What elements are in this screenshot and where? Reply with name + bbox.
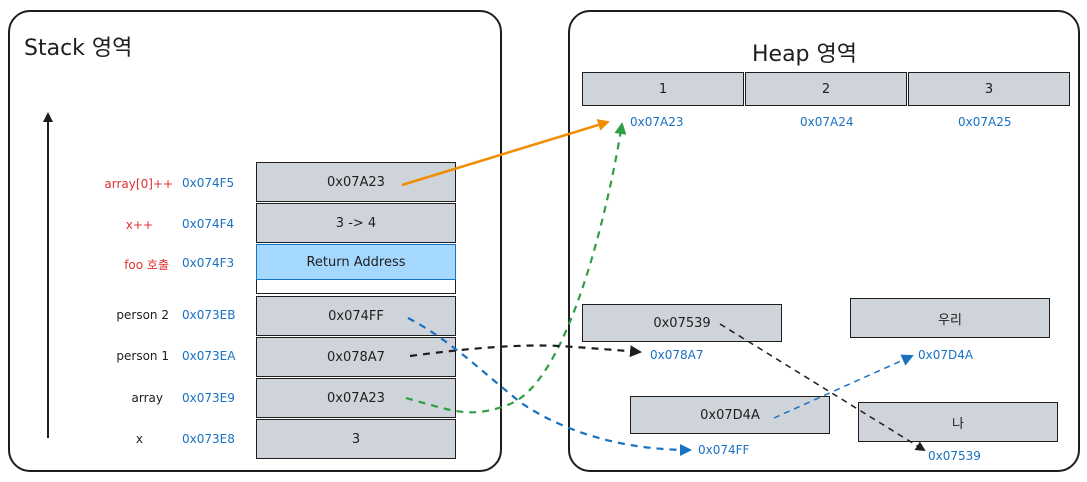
stack-address: 0x073E8 — [182, 432, 235, 446]
stack-address: 0x074F4 — [182, 217, 235, 231]
stack-cell-x-incr: 3 -> 4 — [256, 203, 456, 243]
heap-object-person1: 0x07539 — [582, 304, 782, 342]
heap-address: 0x07539 — [928, 449, 981, 463]
stack-address: 0x074F5 — [182, 176, 235, 190]
stack-label: person 1 — [116, 349, 169, 363]
heap-array-cell: 2 — [745, 72, 907, 106]
heap-address: 0x07A23 — [630, 115, 684, 129]
stack-cell-return-address: Return Address — [256, 244, 456, 280]
stack-cell-array: 0x07A23 — [256, 378, 456, 418]
heap-array-cell: 1 — [582, 72, 744, 106]
stack-cell-array0: 0x07A23 — [256, 162, 456, 202]
stack-address: 0x073EA — [182, 349, 236, 363]
stack-label: array — [131, 391, 163, 405]
stack-cell-person1: 0x078A7 — [256, 337, 456, 377]
stack-label: array[0]++ — [104, 177, 173, 191]
stack-label: x++ — [125, 218, 153, 232]
stack-address: 0x073E9 — [182, 391, 235, 405]
heap-object-person2: 0x07D4A — [630, 396, 830, 434]
heap-object-na: 나 — [858, 402, 1058, 442]
stack-title: Stack 영역 — [24, 36, 133, 61]
stack-label: foo 호출 — [124, 258, 169, 272]
heap-title: Heap 영역 — [752, 42, 857, 67]
stack-label: x — [135, 432, 143, 446]
stack-cell-x: 3 — [256, 419, 456, 459]
stack-cell-empty — [256, 280, 456, 294]
stack-label: person 2 — [116, 308, 169, 322]
stack-cell-person2: 0x074FF — [256, 296, 456, 336]
heap-address: 0x074FF — [698, 443, 750, 457]
heap-array-cell: 3 — [908, 72, 1070, 106]
stack-address: 0x073EB — [182, 308, 236, 322]
heap-address: 0x078A7 — [650, 348, 704, 362]
stack-address: 0x074F3 — [182, 256, 235, 270]
heap-address: 0x07A24 — [800, 115, 854, 129]
heap-address: 0x07A25 — [958, 115, 1012, 129]
heap-object-uri: 우리 — [850, 298, 1050, 338]
heap-address: 0x07D4A — [918, 348, 974, 362]
